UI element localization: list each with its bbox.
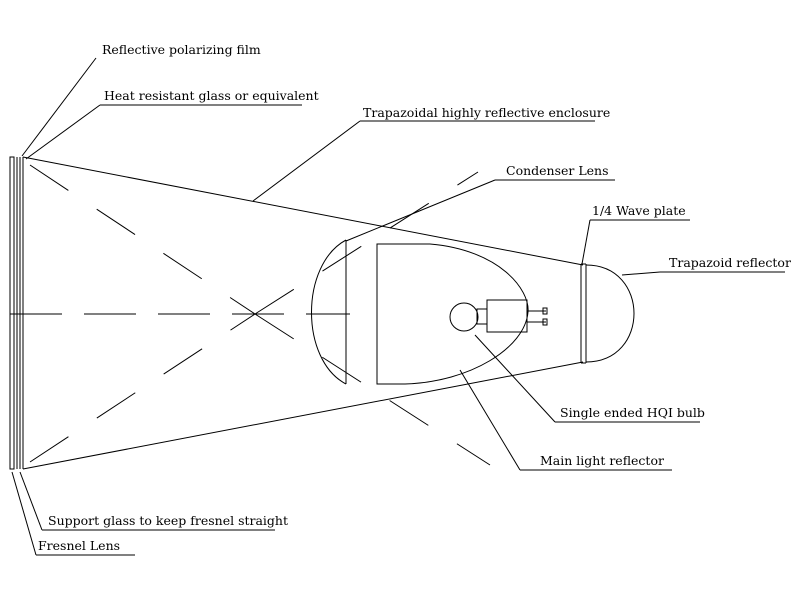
leader-trapazoidal-enclosure bbox=[252, 120, 361, 202]
hqi-bulb bbox=[449, 299, 548, 333]
bulb-globe bbox=[449, 302, 479, 332]
enclosure-top-wall bbox=[22, 156, 584, 266]
wave-plate bbox=[580, 263, 587, 364]
leader-hqi-bulb bbox=[474, 334, 556, 423]
ray-lower-diverging bbox=[254, 313, 491, 466]
enclosure-bottom-wall bbox=[22, 361, 584, 470]
bulb-base bbox=[486, 299, 528, 333]
leader-wave-plate bbox=[581, 219, 591, 265]
bulb-neck bbox=[476, 308, 488, 325]
label-trapazoidal-enclosure: Trapazoidal highly reflective enclosure bbox=[363, 105, 610, 120]
fresnel-lens-plate bbox=[9, 156, 15, 470]
light-rays bbox=[29, 164, 491, 466]
diagram-labels: Reflective polarizing film Heat resistan… bbox=[38, 42, 791, 553]
main-light-reflector-shape bbox=[376, 243, 529, 385]
bulb-pin-tip-upper bbox=[542, 307, 548, 315]
leader-condenser-lens bbox=[345, 179, 496, 242]
label-fresnel-lens: Fresnel Lens bbox=[38, 538, 120, 553]
leader-heat-resistant-glass bbox=[25, 104, 101, 160]
label-hqi-bulb: Single ended HQI bulb bbox=[560, 405, 705, 420]
leader-fresnel-lens bbox=[11, 471, 37, 556]
leader-main-light-reflector bbox=[459, 369, 521, 471]
leader-lines bbox=[11, 57, 785, 556]
label-trapazoid-reflector: Trapazoid reflector bbox=[669, 255, 791, 270]
ray-upper-diverging bbox=[254, 171, 479, 315]
label-condenser-lens: Condenser Lens bbox=[506, 163, 609, 178]
condenser-lens bbox=[311, 239, 347, 385]
trapazoidal-enclosure bbox=[22, 156, 584, 470]
label-heat-resistant-glass: Heat resistant glass or equivalent bbox=[104, 88, 319, 103]
trapazoid-reflector-dome bbox=[585, 264, 635, 363]
label-main-light-reflector: Main light reflector bbox=[540, 453, 664, 468]
bulb-pin-tip-lower bbox=[542, 318, 548, 326]
condenser-lens-curved-face bbox=[311, 239, 347, 385]
leader-support-glass bbox=[19, 471, 43, 531]
leader-trapazoid-reflector bbox=[621, 271, 661, 276]
label-wave-plate: 1/4 Wave plate bbox=[592, 203, 686, 218]
fresnel-lens-stack bbox=[9, 156, 24, 470]
ray-upper-converging bbox=[29, 164, 256, 315]
label-reflective-polarizing-film: Reflective polarizing film bbox=[102, 42, 261, 57]
label-support-glass: Support glass to keep fresnel straight bbox=[48, 513, 288, 528]
ray-lower-converging bbox=[29, 313, 256, 463]
leader-reflective-polarizing-film bbox=[21, 57, 97, 157]
